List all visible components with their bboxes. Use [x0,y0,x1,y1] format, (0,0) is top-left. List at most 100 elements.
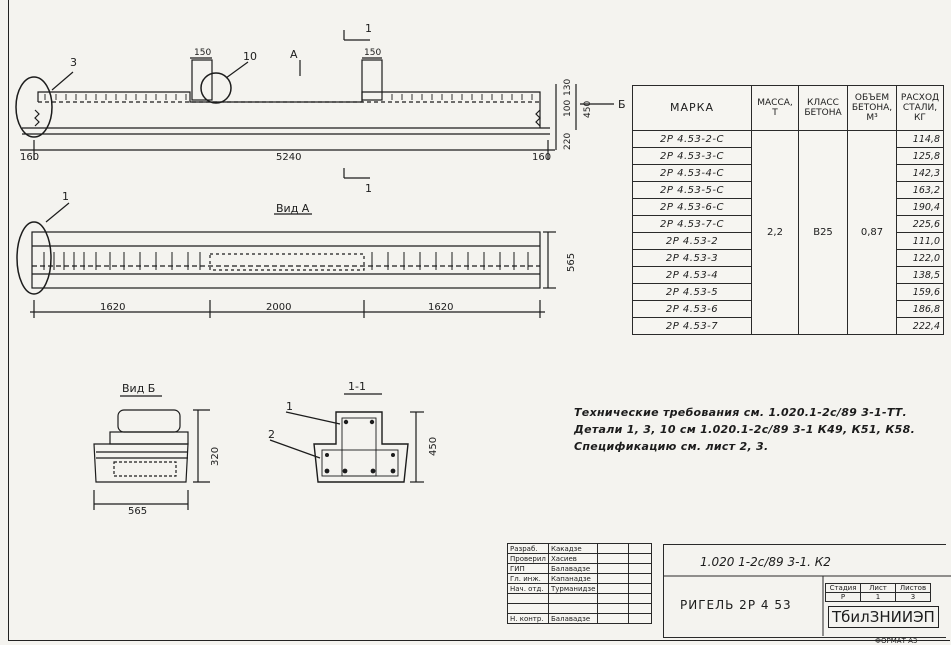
dim-span: 5240 [276,152,301,163]
dim-top-left: 150 [194,48,211,58]
signature-row: Гл. инж.Капанадзе [507,573,653,584]
concrete-class-cell: В25 [798,130,848,335]
volume-cell: 0,87 [847,130,897,335]
title-block-main [663,544,946,638]
sheets-label: Листов [895,583,931,593]
view-a-dim-right: 1620 [428,302,453,313]
date-cell [628,593,653,604]
signature-cell [597,543,630,554]
technical-notes: Технические требования см. 1.020.1-2с/89… [574,404,915,455]
view-b-height: 320 [210,447,221,466]
date-cell [628,613,653,624]
header-volume: ОБЪЕМ БЕТОНА, М³ [847,85,897,131]
dim-top-right: 150 [364,48,381,58]
name-cell [547,603,599,614]
header-mark: МАРКА [632,85,752,131]
drawing-title: РИГЕЛЬ 2Р 4 53 [680,598,792,612]
steel-cell: 186,8 [896,300,944,318]
dim-height-450: 450 [583,101,593,118]
paper-format: ФОРМАТ А3 [875,637,918,645]
dim-bottom-left: 160 [20,152,39,163]
stage-table: Стадия Лист Листов Р 1 3 [825,583,931,602]
mark-cell: 2Р 4.53-2-С [632,130,752,148]
signature-cell [597,563,630,574]
view-a-callout: 1 [62,190,69,203]
view-b-width: 565 [128,506,147,517]
rebar-ticks-view-a [43,252,529,270]
mark-cell: 2Р 4.53-6 [632,300,752,318]
name-cell [547,593,599,604]
drawing-frame [8,0,950,641]
date-cell [628,553,653,564]
role-cell: Проверил [507,553,549,564]
section-1-1 [269,393,424,483]
signature-cell [597,603,630,614]
sheet-label: Лист [860,583,896,593]
header-mass: МАССА, Т [751,85,799,131]
view-a-plan [16,202,556,318]
mark-cell: 2Р 4.53-5-С [632,181,752,199]
name-cell: Капанадзе [547,573,599,584]
title-block-lines [663,575,951,636]
role-cell: Гл. инж. [507,573,549,584]
note-details: Детали 1, 3, 10 см 1.020.1-2с/89 3-1 К49… [574,423,916,436]
mark-cell: 2Р 4.53-3-С [632,147,752,165]
role-cell [507,603,549,614]
signature-row: Нач. отд.Турманидзе [507,583,653,594]
name-cell: Хасиев [547,553,599,564]
table-row: 2Р 4.53-3 122,0 [632,249,944,267]
date-cell [628,573,653,584]
mark-cell: 2Р 4.53-4 [632,266,752,284]
mark-cell: 2Р 4.53-2 [632,232,752,250]
steel-cell: 122,0 [896,249,944,267]
callout-10: 10 [243,50,257,63]
signature-cell [597,613,630,624]
dim-bottom-right: 160 [532,152,551,163]
mark-cell: 2Р 4.53-7-С [632,215,752,233]
name-cell: Турманидзе [547,583,599,594]
section-mark-bottom: 1 [365,182,372,195]
section-mark-top: 1 [365,22,372,35]
view-arrow-a: А [290,48,298,61]
steel-cell: 114,8 [896,130,944,148]
role-cell: ГИП [507,563,549,574]
signature-cell [597,593,630,604]
callout-3: 3 [70,56,77,69]
steel-cell: 138,5 [896,266,944,284]
steel-cell: 159,6 [896,283,944,301]
name-cell: Какадзе [547,543,599,554]
stage-label: Стадия [825,583,861,593]
mark-cell: 2Р 4.53-5 [632,283,752,301]
mark-cell: 2Р 4.53-3 [632,249,752,267]
rebar-ticks-elevation [44,94,533,100]
beam-elevation [15,30,614,179]
steel-cell: 222,4 [896,317,944,335]
role-cell: Н. контр. [507,613,549,624]
section-title: 1-1 [348,380,366,393]
mark-cell: 2Р 4.53-7 [632,317,752,335]
date-cell [628,563,653,574]
role-cell: Разраб. [507,543,549,554]
mark-cell: 2Р 4.53-6-С [632,198,752,216]
view-b-end [93,395,210,510]
steel-cell: 190,4 [896,198,944,216]
name-cell: Балавадзе [547,613,599,624]
date-cell [628,583,653,594]
steel-cell: 142,3 [896,164,944,182]
role-cell: Нач. отд. [507,583,549,594]
sheets-value: 3 [895,592,931,602]
signature-cell [597,553,630,564]
dim-height-100: 100 [563,100,573,117]
table-row: 2Р 4.53-4 138,5 [632,266,944,284]
sheet-value: 1 [860,592,896,602]
view-a-height: 565 [566,253,577,272]
mass-cell: 2,2 [751,130,799,335]
organization-name: ТбилЗНИИЭП [828,606,939,628]
